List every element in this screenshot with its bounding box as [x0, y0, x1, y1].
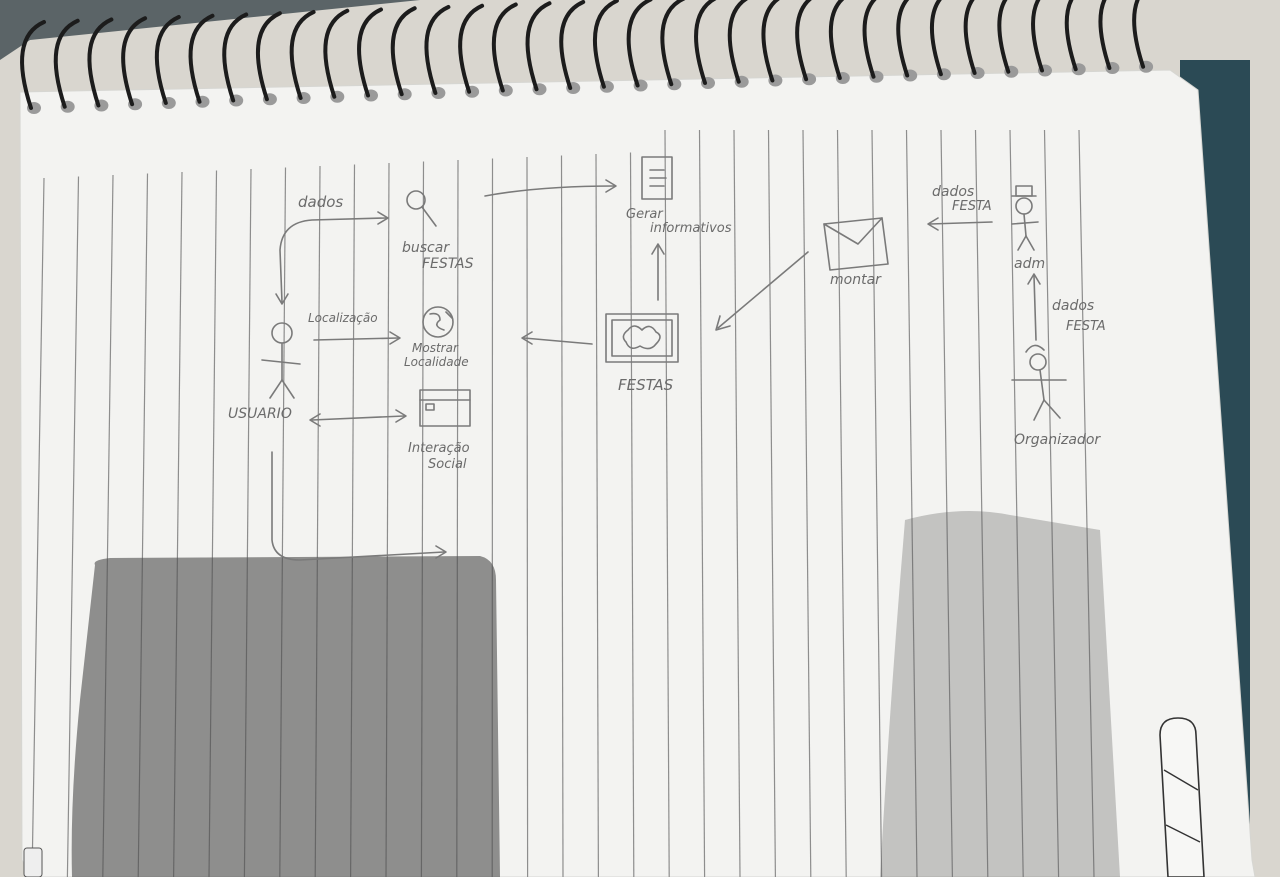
spiral-ring [660, 0, 686, 87]
spiral-ring [289, 10, 316, 100]
rule-line [871, 129, 883, 877]
edge-usuario-bottom [271, 451, 445, 561]
spiral-ring [592, 0, 619, 89]
edge-montar-festas [717, 251, 809, 329]
edge-usuario-localidade [313, 337, 399, 341]
usuario-label: USUARIO [228, 406, 292, 422]
montar-label: montar [830, 272, 882, 288]
spiral-ring [53, 18, 80, 109]
spiral-ring [390, 6, 417, 97]
interacao-social-label-2: Social [428, 457, 467, 472]
edge-organizador-adm [1033, 275, 1037, 341]
globe-icon [422, 306, 454, 338]
gerar-informativos-label-1: Gerar [626, 207, 664, 222]
edge-label-localizacao: Localização [308, 311, 378, 325]
festas-label: FESTAS [618, 376, 674, 394]
mostrar-localidade-label-1: Mostrar [412, 341, 459, 355]
rule-line [629, 152, 635, 877]
edge-label-dados-festa-side-1: dados [1052, 298, 1094, 314]
spiral-binding [20, 0, 1154, 114]
rule-line [560, 155, 564, 877]
spiral-ring [997, 0, 1011, 74]
rule-line [974, 129, 989, 877]
edge-festas-localidade [523, 337, 593, 345]
spiral-ring [626, 0, 653, 88]
rule-line [31, 177, 45, 877]
mostrar-localidade-label-2: Localidade [404, 355, 469, 369]
spiral-ring [1132, 0, 1146, 69]
spiral-ring [929, 0, 943, 77]
spiral-ring [828, 0, 845, 80]
spiral-ring [121, 16, 148, 107]
interacao-social-label-1: Interação [408, 441, 470, 456]
rule-line [595, 153, 600, 877]
gerar-informativos-label-2: informativos [650, 221, 732, 236]
buscar-festas-label-2: FESTAS [422, 256, 474, 272]
spiral-ring [424, 5, 451, 95]
spiral-ring [87, 17, 114, 108]
spiral-ring [20, 20, 46, 110]
buscar-festas-label-1: buscar [402, 240, 450, 256]
rule-line [940, 129, 953, 877]
edge-buscar-gerar [484, 185, 615, 197]
rule-line [767, 129, 776, 877]
rule-line [698, 129, 706, 877]
rule-line [66, 176, 80, 877]
edge-usuario-interacao [311, 415, 405, 421]
edge-adm-montar [929, 221, 993, 225]
edge-label-dados: dados [298, 193, 343, 211]
envelope-icon [823, 217, 889, 271]
hand-shadow-left [71, 556, 501, 877]
organizador-actor-icon [1011, 344, 1067, 421]
spiral-ring [559, 0, 586, 90]
rule-line [526, 156, 529, 877]
rule-line [1078, 129, 1095, 877]
rule-line [836, 129, 847, 877]
window-icon [419, 389, 471, 427]
rule-line [1043, 129, 1060, 877]
usuario-actor-icon [261, 322, 301, 399]
spiral-ring [862, 0, 877, 79]
spiral-ring [491, 2, 518, 93]
spiral-ring [255, 11, 282, 102]
organizador-label: Organizador [1014, 432, 1101, 448]
spiral-ring [1098, 0, 1112, 70]
page-tab-marker [1159, 717, 1205, 877]
rule-line [1009, 129, 1024, 877]
spiral-ring [896, 0, 910, 78]
spiral-ring [1031, 0, 1044, 73]
festas-picture-icon [605, 313, 679, 363]
edge-label-dados-festa-top-2: FESTA [952, 199, 992, 214]
spiral-ring [323, 8, 350, 99]
document-icon [641, 156, 673, 200]
rule-line [905, 129, 918, 877]
spiral-ring [458, 3, 485, 94]
adm-label: adm [1014, 256, 1045, 272]
spiral-ring [525, 1, 552, 92]
edge-label-dados-festa-top-1: dados [932, 184, 974, 200]
spiral-ring [761, 0, 780, 83]
rule-line [664, 129, 670, 877]
adm-actor-icon [1011, 185, 1039, 251]
spiral-ring [694, 0, 717, 85]
cover-logo-badge [23, 847, 43, 877]
search-icon [406, 190, 437, 227]
rule-line [733, 129, 741, 877]
hand-shadow-right [880, 511, 1120, 877]
edge-label-dados-festa-side-2: FESTA [1066, 319, 1106, 334]
spiral-ring [963, 0, 977, 75]
spiral-ring [357, 7, 383, 98]
spiral-ring [795, 0, 813, 82]
spiral-ring [1064, 0, 1078, 72]
spiral-ring [188, 13, 215, 104]
spiral-ring [154, 15, 181, 105]
edge-usuario-buscar [279, 217, 387, 303]
spiral-ring [222, 12, 249, 103]
spiral-ring [727, 0, 749, 84]
